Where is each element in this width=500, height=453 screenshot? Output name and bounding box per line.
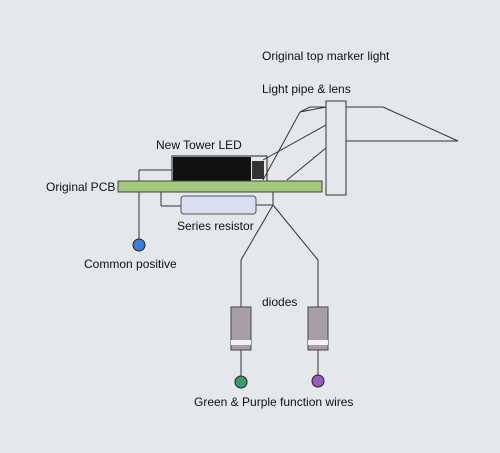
label-resistor: Series resistor: [177, 219, 254, 233]
label-common-positive: Common positive: [84, 257, 177, 271]
diode-green-band: [231, 340, 251, 345]
green-diode-wire: [240, 204, 274, 261]
green-wire-dot: [234, 375, 248, 389]
common-positive-dot: [132, 238, 146, 252]
label-light-pipe: Light pipe & lens: [262, 82, 351, 96]
tower-led: [173, 157, 251, 181]
label-tower-led: New Tower LED: [156, 138, 242, 152]
light-pipe-top-line: [299, 106, 327, 113]
pcb-board: [117, 180, 323, 193]
purple-diode-wire: [272, 204, 319, 261]
light-pipe-inner-line: [286, 147, 327, 181]
label-diodes: diodes: [262, 295, 298, 309]
label-top-marker: Original top marker light: [262, 49, 390, 63]
label-function-wires: Green & Purple function wires: [194, 395, 354, 409]
lens-block: [325, 100, 347, 196]
light-pipe-inner-line: [262, 124, 327, 161]
series-resistor: [180, 195, 257, 215]
label-pcb: Original PCB: [46, 180, 116, 194]
purple-wire-dot: [311, 374, 325, 388]
diode-purple-band: [308, 340, 328, 345]
led-tip: [252, 161, 264, 179]
